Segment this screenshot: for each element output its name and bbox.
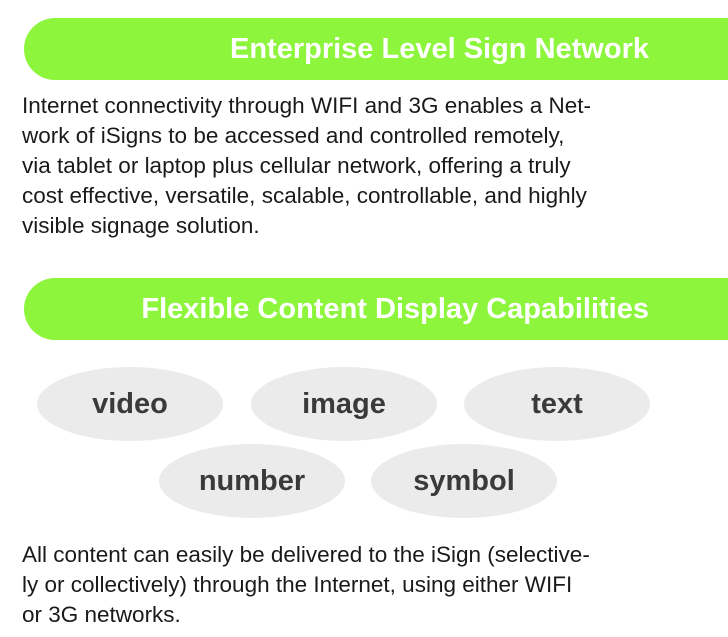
content-type-text: text (464, 367, 650, 441)
body-line: or 3G networks. (22, 602, 181, 627)
body-line: work of iSigns to be accessed and contro… (22, 123, 565, 148)
body-line: All content can easily be delivered to t… (22, 542, 590, 567)
body-line: ly or collectively) through the Internet… (22, 572, 573, 597)
content-type-video: video (37, 367, 223, 441)
content-type-image: image (251, 367, 437, 441)
body-line: via tablet or laptop plus cellular netwo… (22, 153, 571, 178)
section-banner-content: Flexible Content Display Capabilities (24, 278, 728, 340)
body-line: cost effective, versatile, scalable, con… (22, 183, 587, 208)
section-banner-enterprise: Enterprise Level Sign Network (24, 18, 728, 80)
body-line: Internet connectivity through WIFI and 3… (22, 93, 592, 118)
section-body-enterprise: Internet connectivity through WIFI and 3… (22, 91, 662, 241)
section-title: Flexible Content Display Capabilities (141, 292, 649, 325)
section-body-content: All content can easily be delivered to t… (22, 540, 662, 630)
body-line: visible signage solution. (22, 213, 260, 238)
content-type-number: number (159, 444, 345, 518)
section-title: Enterprise Level Sign Network (229, 32, 649, 65)
content-type-symbol: symbol (371, 444, 557, 518)
